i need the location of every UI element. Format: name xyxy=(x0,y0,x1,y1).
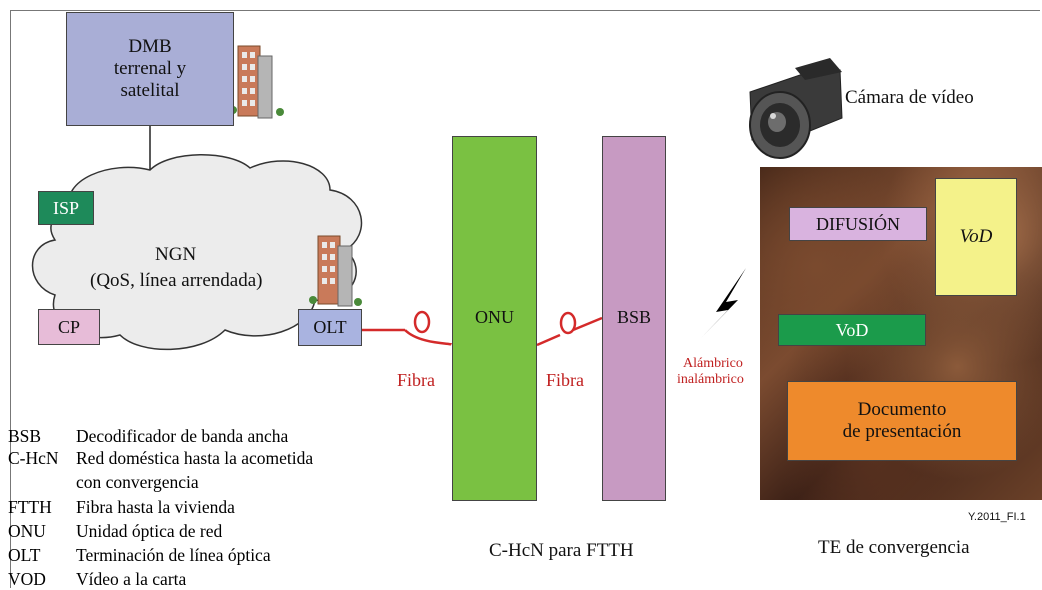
document-label-line2: de presentación xyxy=(842,421,962,442)
building-icon-top xyxy=(229,45,284,119)
fiber-link-2 xyxy=(536,311,603,347)
legend-row: con convergencia xyxy=(8,472,199,492)
dmb-box: DMB terrenal y satelital xyxy=(66,12,234,126)
vod-green-label: VoD xyxy=(835,319,869,340)
legend-text: Red doméstica hasta la acometida xyxy=(76,448,314,468)
diagram-frame xyxy=(10,10,1040,588)
cp-label: CP xyxy=(57,316,81,337)
building-icon-olt xyxy=(309,235,362,307)
difusion-label: DIFUSIÓN xyxy=(815,213,900,234)
legend-abbr: FTTH xyxy=(8,497,52,517)
legend-row: BSB Decodificador de banda ancha xyxy=(8,426,288,446)
document-label-line1: Documento xyxy=(857,399,947,420)
legend-abbr: VOD xyxy=(8,569,46,589)
vod-yellow-label: VoD xyxy=(959,226,993,247)
vod-yellow-box: VoD xyxy=(935,178,1017,296)
bsb-label: BSB xyxy=(616,307,652,327)
fiber-link-1 xyxy=(362,310,454,347)
olt-label: OLT xyxy=(313,317,347,337)
wireless-lightning-icon xyxy=(701,268,746,338)
camera-label: Cámara de vídeo xyxy=(845,87,974,108)
onu-label: ONU xyxy=(475,307,514,327)
bsb-box: BSB xyxy=(602,136,666,501)
caption-center: C-HcN para FTTH xyxy=(489,540,634,561)
legend-text: Unidad óptica de red xyxy=(76,521,223,541)
legend-abbr: C-HcN xyxy=(8,448,59,468)
legend-row: ONU Unidad óptica de red xyxy=(8,521,222,541)
legend-text: con convergencia xyxy=(76,472,199,492)
legend-abbr: OLT xyxy=(8,545,41,565)
dmb-label-line2: terrenal y xyxy=(113,58,187,79)
video-camera-icon xyxy=(749,58,843,159)
difusion-box: DIFUSIÓN xyxy=(789,207,927,241)
wireless-label-line1: Alámbrico xyxy=(683,356,743,371)
document-box: Documento de presentación xyxy=(787,381,1017,461)
dmb-label-line3: satelital xyxy=(120,80,180,101)
fiber-label-2: Fibra xyxy=(546,370,584,390)
onu-box: ONU xyxy=(452,136,537,501)
legend-text: Decodificador de banda ancha xyxy=(76,426,289,446)
legend-row: FTTH Fibra hasta la vivienda xyxy=(8,497,235,517)
ngn-title: NGN xyxy=(155,244,197,265)
isp-box: ISP xyxy=(38,191,94,225)
legend-text: Vídeo a la carta xyxy=(76,569,187,589)
fiber-label-1: Fibra xyxy=(397,370,435,390)
legend-row: C-HcN Red doméstica hasta la acometida xyxy=(8,448,313,468)
figure-id: Y.2011_FI.1 xyxy=(968,511,1026,523)
ngn-subtitle: (QoS, línea arrendada) xyxy=(90,270,263,291)
cp-box: CP xyxy=(38,309,100,345)
legend-row: OLT Terminación de línea óptica xyxy=(8,545,271,565)
dmb-label-line1: DMB xyxy=(128,36,172,57)
legend-abbr: ONU xyxy=(8,521,46,541)
legend-row: VOD Vídeo a la carta xyxy=(8,569,186,589)
isp-label: ISP xyxy=(52,197,79,218)
legend-text: Fibra hasta la vivienda xyxy=(76,497,235,517)
legend-text: Terminación de línea óptica xyxy=(76,545,271,565)
olt-box: OLT xyxy=(298,309,362,346)
caption-right: TE de convergencia xyxy=(818,537,970,558)
vod-green-box: VoD xyxy=(778,314,926,346)
wireless-label-line2: inalámbrico xyxy=(677,372,744,387)
legend-abbr: BSB xyxy=(8,426,42,446)
